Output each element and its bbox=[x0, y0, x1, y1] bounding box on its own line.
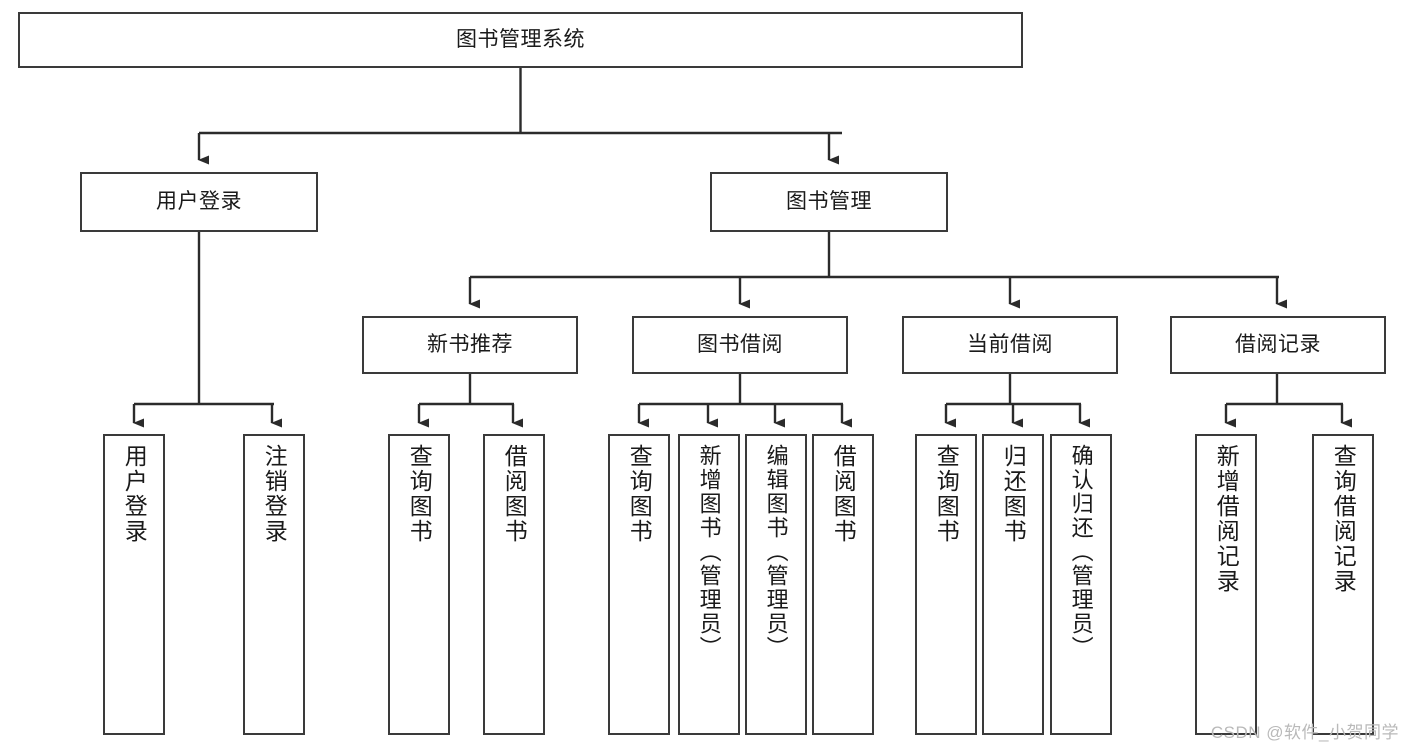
node-leaf-borrow-book-1[interactable]: 借阅图书 bbox=[483, 434, 545, 735]
node-leaf-borrow-book-2[interactable]: 借阅图书 bbox=[812, 434, 874, 735]
node-leaf-add-record[interactable]: 新增借阅记录 bbox=[1195, 434, 1257, 735]
node-leaf-edit-book[interactable]: 编辑图书（管理员） bbox=[745, 434, 807, 735]
node-leaf-borrow-book-2-label: 借阅图书 bbox=[830, 444, 857, 544]
node-leaf-logout-label: 注销登录 bbox=[261, 444, 288, 544]
node-book-manage[interactable]: 图书管理 bbox=[710, 172, 948, 232]
node-leaf-query-book-3[interactable]: 查询图书 bbox=[915, 434, 977, 735]
node-current-borrow[interactable]: 当前借阅 bbox=[902, 316, 1118, 374]
node-book-borrow[interactable]: 图书借阅 bbox=[632, 316, 848, 374]
node-leaf-query-record[interactable]: 查询借阅记录 bbox=[1312, 434, 1374, 735]
node-leaf-return-book[interactable]: 归还图书 bbox=[982, 434, 1044, 735]
node-book-manage-label: 图书管理 bbox=[786, 189, 872, 213]
node-leaf-query-book-1-label: 查询图书 bbox=[406, 444, 433, 544]
node-leaf-edit-book-label: 编辑图书（管理员） bbox=[763, 444, 789, 660]
node-leaf-query-record-label: 查询借阅记录 bbox=[1330, 444, 1357, 594]
csdn-watermark: CSDN @软件_小贺同学 bbox=[1210, 723, 1399, 742]
node-leaf-add-book[interactable]: 新增图书（管理员） bbox=[678, 434, 740, 735]
node-leaf-borrow-book-1-label: 借阅图书 bbox=[501, 444, 528, 544]
node-new-book-recommend-label: 新书推荐 bbox=[427, 332, 513, 356]
node-leaf-add-book-label: 新增图书（管理员） bbox=[696, 444, 722, 660]
node-leaf-user-login[interactable]: 用户登录 bbox=[103, 434, 165, 735]
node-borrow-records[interactable]: 借阅记录 bbox=[1170, 316, 1386, 374]
node-leaf-logout[interactable]: 注销登录 bbox=[243, 434, 305, 735]
node-book-borrow-label: 图书借阅 bbox=[697, 332, 783, 356]
node-user-login[interactable]: 用户登录 bbox=[80, 172, 318, 232]
node-user-login-label: 用户登录 bbox=[156, 189, 242, 213]
node-leaf-query-book-2-label: 查询图书 bbox=[626, 444, 653, 544]
node-root[interactable]: 图书管理系统 bbox=[18, 12, 1023, 68]
node-leaf-query-book-2[interactable]: 查询图书 bbox=[608, 434, 670, 735]
node-leaf-add-record-label: 新增借阅记录 bbox=[1213, 444, 1240, 594]
node-leaf-confirm-return-label: 确认归还（管理员） bbox=[1068, 444, 1094, 660]
node-new-book-recommend[interactable]: 新书推荐 bbox=[362, 316, 578, 374]
node-leaf-return-book-label: 归还图书 bbox=[1000, 444, 1027, 544]
node-current-borrow-label: 当前借阅 bbox=[967, 332, 1053, 356]
node-leaf-confirm-return[interactable]: 确认归还（管理员） bbox=[1050, 434, 1112, 735]
node-root-label: 图书管理系统 bbox=[456, 27, 585, 51]
node-leaf-user-login-label: 用户登录 bbox=[121, 444, 148, 544]
node-leaf-query-book-1[interactable]: 查询图书 bbox=[388, 434, 450, 735]
node-leaf-query-book-3-label: 查询图书 bbox=[933, 444, 960, 544]
node-borrow-records-label: 借阅记录 bbox=[1235, 332, 1321, 356]
